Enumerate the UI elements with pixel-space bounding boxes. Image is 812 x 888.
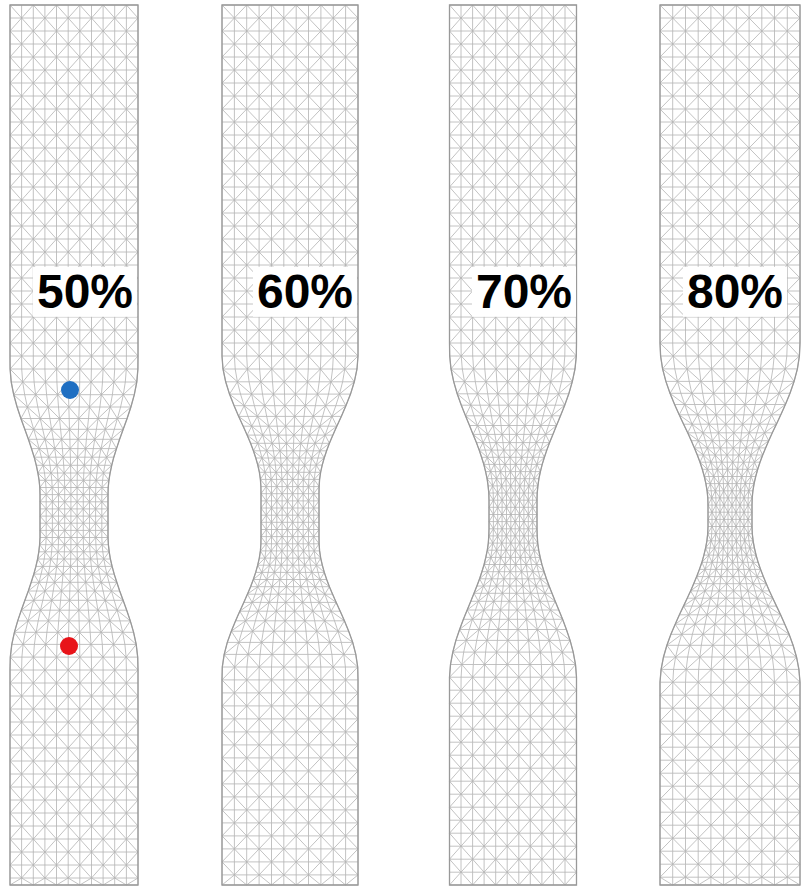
strain-label: 80% bbox=[683, 267, 787, 317]
specimen-outline bbox=[10, 5, 138, 885]
strain-label: 50% bbox=[33, 267, 137, 317]
mesh bbox=[222, 5, 358, 885]
specimen-outline bbox=[660, 5, 800, 885]
mesh bbox=[450, 5, 577, 885]
strain-label: 70% bbox=[472, 267, 576, 317]
mesh-group bbox=[10, 5, 800, 885]
strain-label: 60% bbox=[253, 267, 357, 317]
mesh bbox=[660, 5, 800, 885]
specimen-outline bbox=[222, 5, 358, 885]
mesh bbox=[10, 5, 138, 885]
red-marker bbox=[60, 637, 78, 655]
specimen-outline bbox=[450, 5, 577, 885]
blue-marker bbox=[61, 381, 79, 399]
